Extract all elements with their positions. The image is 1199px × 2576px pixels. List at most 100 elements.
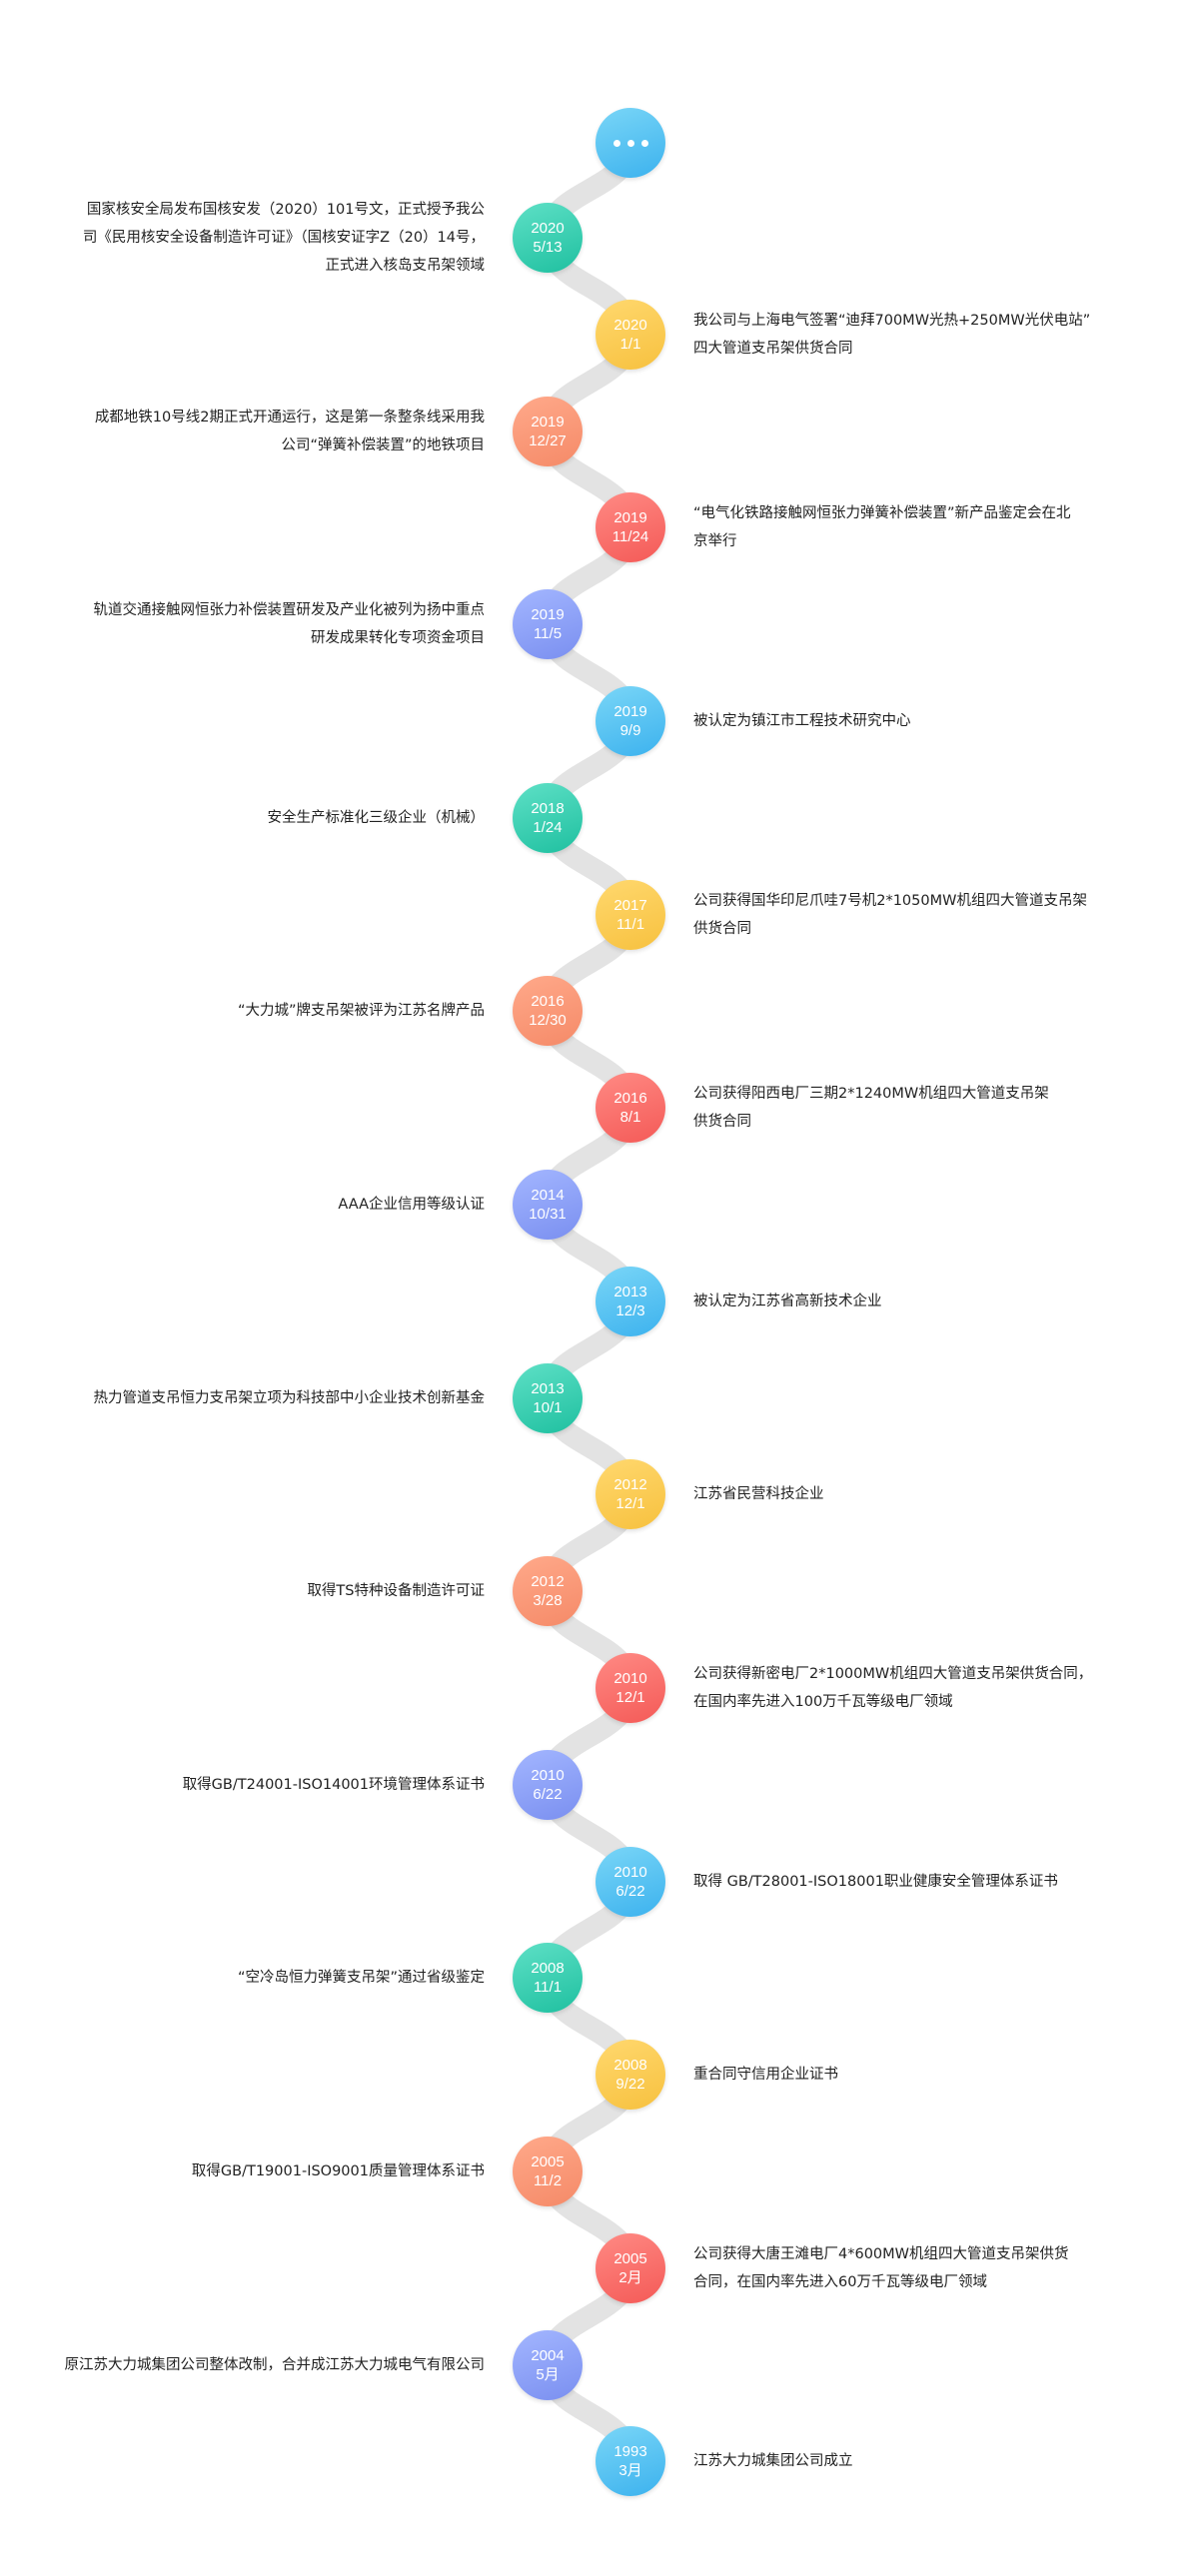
event-description: “空冷岛恒力弹簧支吊架”通过省级鉴定 [35, 1964, 485, 1992]
node-date: 9/9 [619, 722, 641, 739]
event-description-line: 公司获得国华印尼爪哇7号机2*1050MW机组四大管道支吊架 [693, 892, 1087, 909]
event-description-line: 取得GB/T24001-ISO14001环境管理体系证书 [182, 1776, 485, 1793]
node-date: 5/13 [533, 239, 563, 256]
event-description-line: AAA企业信用等级认证 [338, 1197, 485, 1213]
event-description: 取得GB/T19001-ISO9001质量管理体系证书 [35, 2157, 485, 2185]
event-description-line: 轨道交通接触网恒张力补偿装置研发及产业化被列为扬中重点 [93, 602, 486, 619]
node-year: 2019 [531, 413, 565, 430]
node-date: 12/3 [615, 1301, 645, 1319]
node-date: 9/22 [615, 2076, 645, 2094]
event-description: 轨道交通接触网恒张力补偿装置研发及产业化被列为扬中重点研发成果转化专项资金项目 [35, 596, 486, 652]
event-description-line: “空冷岛恒力弹簧支吊架”通过省级鉴定 [237, 1970, 485, 1987]
event-description-line: 公司“弹簧补偿装置”的地铁项目 [281, 436, 485, 453]
event-description-line: 取得TS特种设备制造许可证 [307, 1583, 485, 1600]
event-description: 热力管道支吊恒力支吊架立项为科技部中小企业技术创新基金 [35, 1384, 486, 1412]
event-description-line: “电气化铁路接触网恒张力弹簧补偿装置”新产品鉴定会在北 [693, 505, 1071, 522]
event-description-line: 供货合同 [693, 1114, 751, 1131]
event-description: 取得 GB/T28001-ISO18001职业健康安全管理体系证书 [693, 1868, 1143, 1896]
node-year: 2020 [613, 316, 647, 334]
node-year: 2012 [531, 1573, 565, 1591]
event-description-line: 公司获得阳西电厂三期2*1240MW机组四大管道支吊架 [693, 1086, 1049, 1103]
event-description: 江苏大力城集团公司成立 [693, 2447, 1143, 2475]
node-date: 12/27 [529, 431, 567, 449]
event-description: 江苏省民营科技企业 [693, 1480, 1143, 1508]
node-year: 2013 [531, 1379, 565, 1397]
event-description: “电气化铁路接触网恒张力弹簧补偿装置”新产品鉴定会在北京举行 [693, 499, 1143, 555]
node-year: 2019 [531, 606, 565, 624]
event-description-line: 被认定为江苏省高新技术企业 [693, 1292, 882, 1309]
event-description: 重合同守信用企业证书 [693, 2061, 1143, 2089]
node-date: 12/1 [615, 1495, 645, 1513]
event-description-line: 被认定为镇江市工程技术研究中心 [693, 713, 911, 729]
event-description-line: 京举行 [693, 533, 737, 550]
event-description-line: 正式进入核岛支吊架领域 [325, 258, 486, 274]
node-date: 5月 [536, 2365, 560, 2383]
event-description-line: 在国内率先进入100万千瓦等级电厂领域 [693, 1694, 953, 1710]
node-date: 11/1 [533, 1979, 563, 1997]
timeline-node[interactable]: 2020 5/13 [513, 203, 583, 273]
node-year: 2018 [531, 799, 565, 817]
event-description: AAA企业信用等级认证 [35, 1191, 485, 1219]
event-description-line: 司《民用核安全设备制造许可证》（国核安证字Z（20）14号， [82, 230, 485, 246]
node-year: 1993 [613, 2443, 647, 2461]
timeline-node[interactable]: 2005 11/2 [513, 2137, 583, 2206]
event-description: 国家核安全局发布国核安发（2020）101号文，正式授予我公司《民用核安全设备制… [35, 196, 485, 280]
node-year: 2020 [531, 220, 565, 237]
event-description: 取得TS特种设备制造许可证 [35, 1577, 485, 1605]
node-date: 12/30 [529, 1012, 567, 1030]
event-description: 我公司与上海电气签署“迪拜700MW光热+250MW光伏电站”四大管道支吊架供货… [693, 307, 1143, 363]
node-date: 1/1 [619, 335, 641, 353]
node-date: 11/2 [533, 2172, 563, 2189]
node-year: 2004 [531, 2346, 565, 2364]
event-description-line: 江苏大力城集团公司成立 [693, 2453, 853, 2470]
node-year: 2010 [613, 1670, 647, 1687]
node-date: 10/31 [529, 1206, 567, 1223]
node-year: 2005 [613, 2249, 647, 2267]
more-dots-icon[interactable] [596, 108, 665, 178]
node-date: 1/24 [533, 818, 563, 836]
node-date: 10/1 [533, 1398, 563, 1416]
event-description-line: 取得 GB/T28001-ISO18001职业健康安全管理体系证书 [693, 1873, 1058, 1890]
node-year: 2008 [531, 1960, 565, 1978]
node-year: 2016 [531, 993, 565, 1011]
event-description-line: 安全生产标准化三级企业（机械） [267, 809, 486, 826]
node-year: 2005 [531, 2153, 565, 2170]
event-description-line: 合同，在国内率先进入60万千瓦等级电厂领域 [693, 2273, 987, 2290]
event-description: “大力城”牌支吊架被评为江苏名牌产品 [35, 997, 485, 1025]
node-date: 8/1 [619, 1109, 641, 1127]
timeline-node[interactable]: 2010 12/1 [596, 1653, 665, 1723]
node-date: 12/1 [615, 1689, 645, 1706]
event-description-line: 原江苏大力城集团公司整体改制，合并成江苏大力城电气有限公司 [64, 2356, 486, 2373]
event-description: 公司获得新密电厂2*1000MW机组四大管道支吊架供货合同， 在国内率先进入100… [693, 1660, 1143, 1716]
event-description-line: 热力管道支吊恒力支吊架立项为科技部中小企业技术创新基金 [93, 1389, 486, 1406]
event-description-line: 公司获得新密电厂2*1000MW机组四大管道支吊架供货合同， [693, 1666, 1093, 1682]
event-description: 公司获得大唐王滩电厂4*600MW机组四大管道支吊架供货合同，在国内率先进入60… [693, 2240, 1143, 2296]
node-date: 11/5 [533, 625, 563, 643]
node-date: 6/22 [615, 1882, 645, 1900]
event-description-line: 研发成果转化专项资金项目 [311, 630, 485, 647]
node-year: 2017 [613, 896, 647, 914]
node-year: 2010 [531, 1766, 565, 1784]
node-year: 2013 [613, 1283, 647, 1300]
